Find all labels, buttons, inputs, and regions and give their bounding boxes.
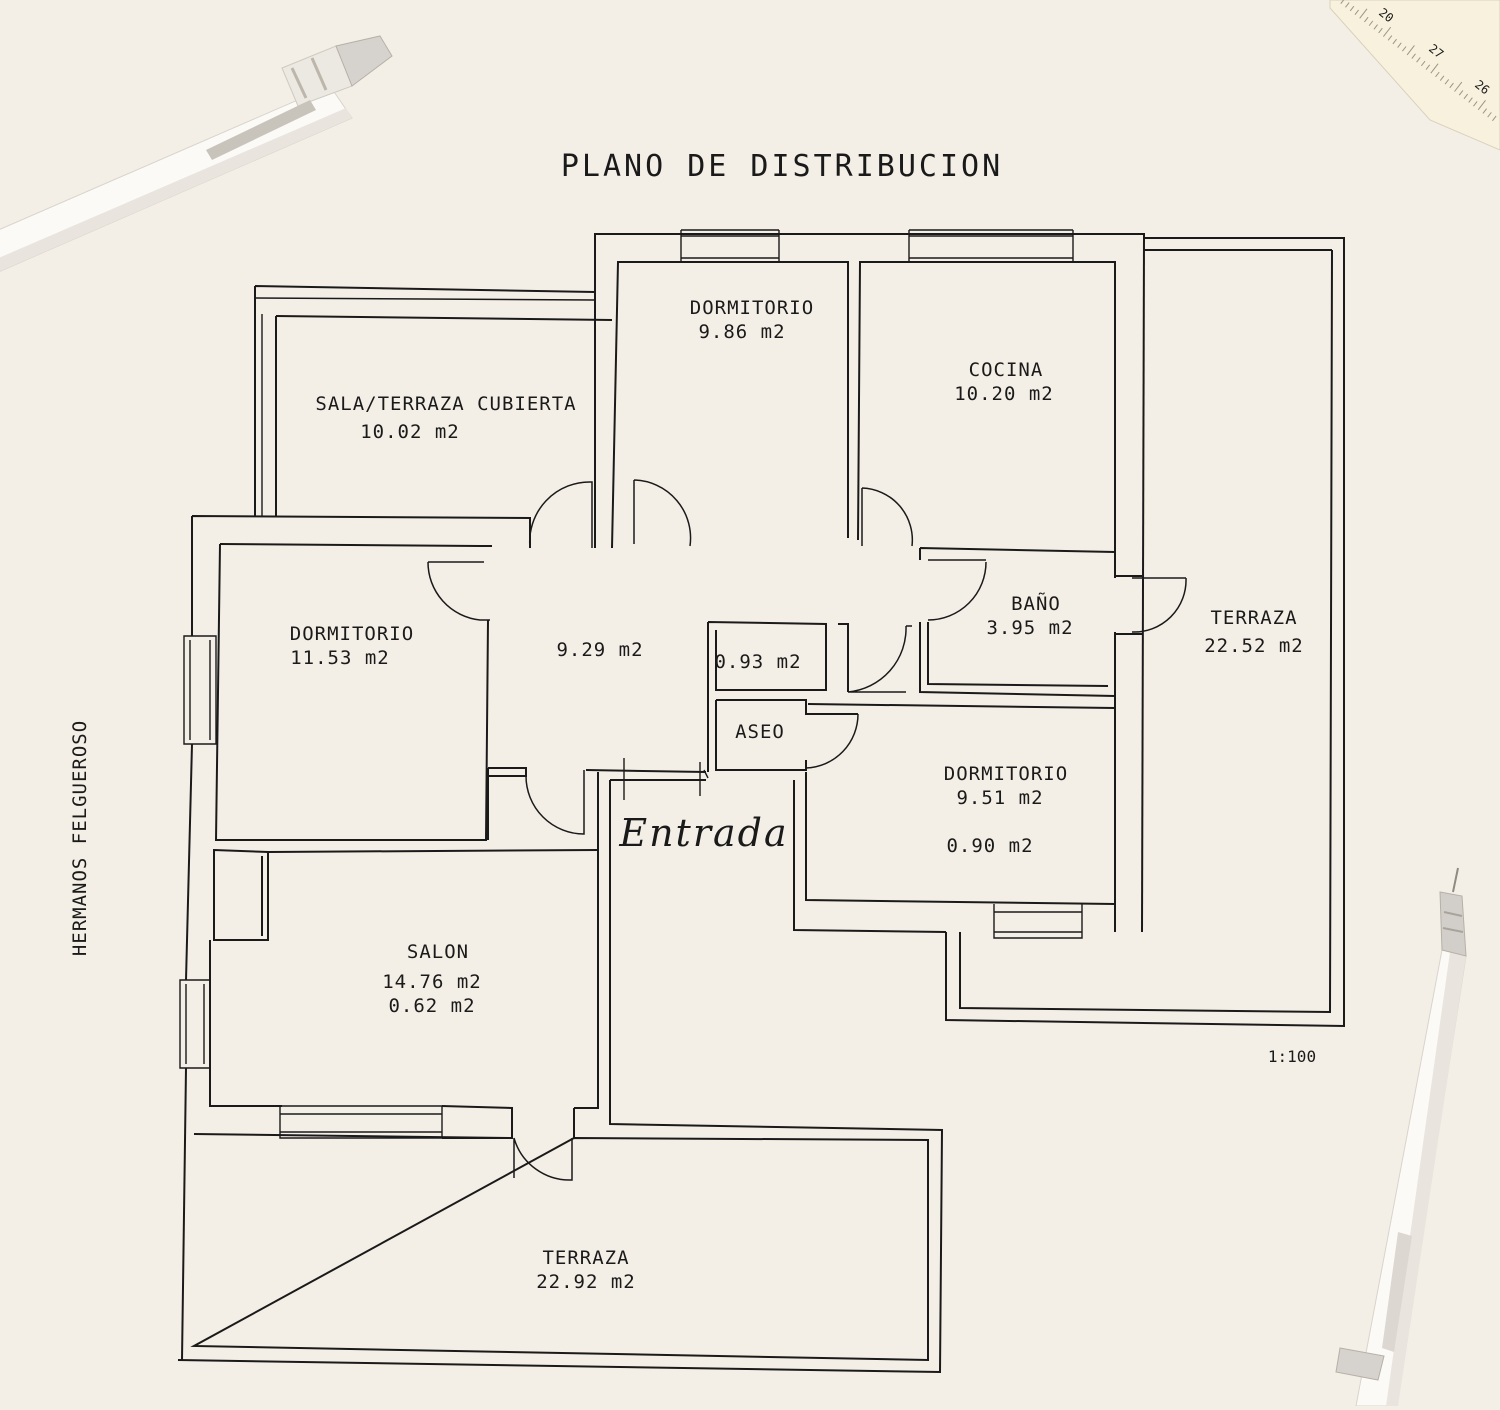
ruler-tick: [1458, 90, 1464, 96]
ruler-tick: [1392, 38, 1397, 45]
room-name-dorm-left: DORMITORIO: [290, 623, 414, 645]
room-area-dorm-right: 9.51 m2: [956, 787, 1043, 809]
ruler-tick: [1368, 20, 1374, 26]
ruler-tick: [1354, 9, 1360, 15]
ruler-tick: [1463, 93, 1469, 100]
room-area-cocina: 10.20 m2: [954, 383, 1054, 405]
room-name-salon: SALON: [407, 941, 469, 963]
scale-label: 1:100: [1268, 1047, 1316, 1066]
room-area-hall: 9.29 m2: [556, 639, 643, 661]
ruler-tick: [1349, 5, 1355, 12]
pencil-bottom-right: [1335, 867, 1467, 1407]
room-name-dorm-top: DORMITORIO: [690, 297, 814, 319]
ruler-tick: [1425, 64, 1431, 70]
doors: [427, 479, 1187, 1181]
ruler-tick: [1340, 0, 1345, 4]
room-name-bano: BAÑO: [1011, 592, 1061, 615]
ruler-tick: [1449, 82, 1454, 89]
room-area-bano: 3.95 m2: [986, 617, 1073, 639]
ruler-tick: [1397, 42, 1402, 48]
room-area-sala: 10.02 m2: [360, 421, 460, 443]
room-area-terraza-bottom: 22.92 m2: [536, 1271, 636, 1293]
room-area-dorm-top: 9.86 m2: [698, 321, 785, 343]
ruler-tick: [1473, 101, 1478, 107]
entrance-label: Entrada: [618, 811, 788, 855]
ruler-tick: [1454, 81, 1463, 92]
pencil-top-left: [0, 35, 393, 272]
room-name-terraza-right: TERRAZA: [1210, 607, 1297, 629]
room-extra-area-salon: 0.62 m2: [388, 995, 475, 1017]
ruler-tick: [1430, 63, 1439, 74]
ruler-tick: [1477, 100, 1486, 111]
ruler-tick: [1416, 57, 1421, 63]
room-name-aseo: ASEO: [735, 721, 785, 743]
ruler-tick: [1439, 75, 1445, 81]
room-name-cocina: COCINA: [969, 359, 1044, 381]
ruler-tick: [1364, 16, 1369, 23]
ruler-tick: [1345, 2, 1350, 8]
plan-title: PLANO DE DISTRIBUCION: [561, 149, 1003, 184]
ruler-tick: [1482, 108, 1487, 114]
room-area-terraza-right: 22.52 m2: [1204, 635, 1304, 657]
side-label: HERMANOS FELGUEROSO: [69, 720, 91, 956]
room-name-dorm-right: DORMITORIO: [944, 763, 1068, 785]
ruler-tick: [1492, 115, 1497, 122]
ruler-tick: [1373, 24, 1378, 30]
ruler-tick: [1487, 112, 1492, 118]
room-labels: SALA/TERRAZA CUBIERTA 10.02 m2 DORMITORI…: [290, 297, 1304, 1293]
ruler-tick: [1359, 8, 1368, 19]
walls: [177, 229, 1345, 1374]
ruler-top-right: 20 27 26: [1329, 0, 1500, 151]
ruler-tick: [1468, 97, 1473, 103]
room-name-sala: SALA/TERRAZA CUBIERTA: [315, 393, 576, 415]
ruler-tick: [1383, 26, 1392, 37]
ruler-tick: [1435, 71, 1440, 78]
ruler-tick: [1401, 46, 1407, 52]
ruler-tick: [1406, 45, 1415, 56]
ruler-tick: [1420, 60, 1426, 67]
room-extra-area-dorm-right: 0.90 m2: [946, 835, 1033, 857]
ruler-tick: [1378, 27, 1383, 34]
room-name-terraza-bottom: TERRAZA: [542, 1247, 629, 1269]
room-area-dorm-left: 11.53 m2: [290, 647, 390, 669]
room-area-closet: 0.93 m2: [714, 651, 801, 673]
ruler-tick: [1387, 35, 1393, 41]
ruler-tick: [1444, 79, 1450, 85]
ruler-tick: [1411, 53, 1416, 59]
room-area-salon: 14.76 m2: [382, 971, 482, 993]
